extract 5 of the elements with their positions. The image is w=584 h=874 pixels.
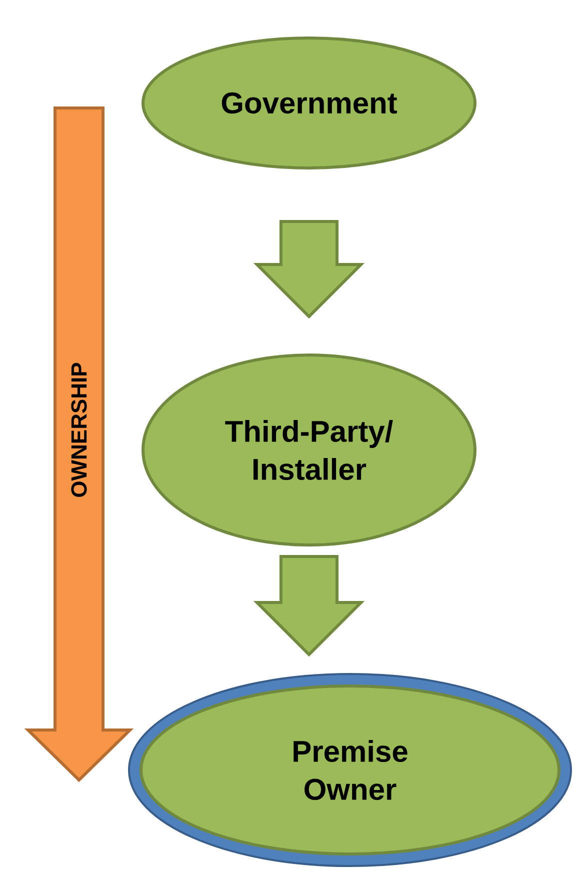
- ellipse-node: Premise Owner: [128, 673, 572, 867]
- block-arrow: [253, 220, 365, 319]
- ellipse-node: Third-Party/ Installer: [142, 354, 476, 546]
- block-arrow: [253, 555, 365, 657]
- ellipse-node: Government: [142, 36, 476, 170]
